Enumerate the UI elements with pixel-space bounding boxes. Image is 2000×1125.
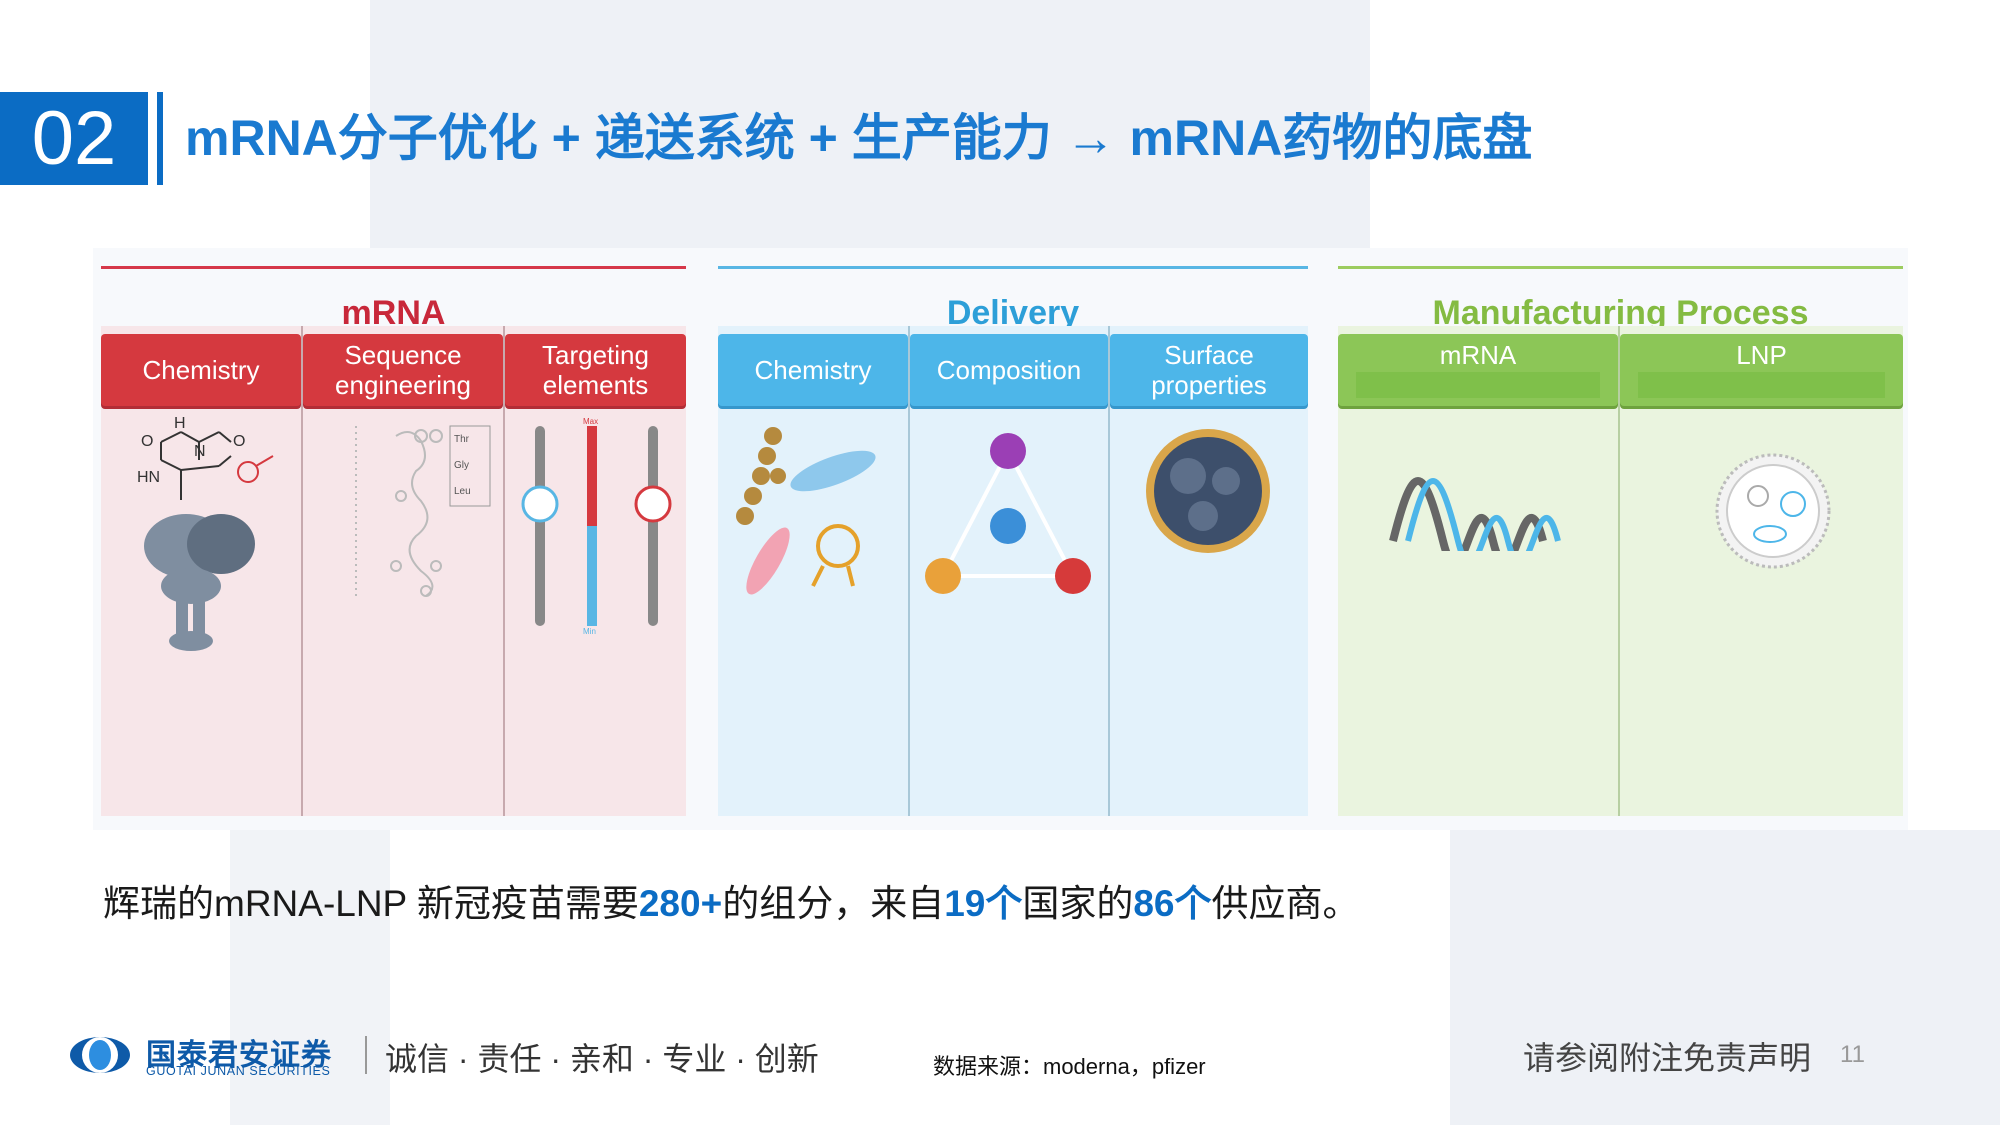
group-title: mRNA xyxy=(341,294,446,332)
group-delivery: Delivery Chemistry Composition Surface p… xyxy=(718,266,1308,816)
column-lnp: LNP xyxy=(1620,326,1903,816)
group-manufacturing: Manufacturing Process mRNA LNP xyxy=(1338,266,1903,816)
atom-label: N xyxy=(194,443,206,460)
slider-max-label: Max xyxy=(583,417,598,426)
group-rule xyxy=(718,266,1308,269)
highlight-number: 86个 xyxy=(1133,883,1212,924)
atom-label: O xyxy=(141,433,153,450)
group-rule xyxy=(1338,266,1903,269)
slide-title: mRNA分子优化 + 递送系统 + 生产能力 → mRNA药物的底盘 xyxy=(185,110,1533,166)
group-mrna: mRNA Chemistry Sequence engineering Targ… xyxy=(101,266,686,816)
codon-label: Gly xyxy=(454,460,469,471)
section-divider xyxy=(157,92,163,185)
highlight-number: 19个 xyxy=(944,883,1023,924)
column-header: Targeting elements xyxy=(505,334,686,406)
column-header-label: LNP xyxy=(1736,340,1787,370)
background-panel xyxy=(370,0,1370,250)
section-number: 02 xyxy=(0,92,148,185)
column-header: Composition xyxy=(910,334,1108,406)
mrna-strand-icon xyxy=(1389,477,1561,551)
disclaimer-link: 请参阅附注免责声明 xyxy=(1523,1040,1812,1076)
group-title: Delivery xyxy=(946,294,1080,332)
atom-label: H xyxy=(174,416,186,432)
company-logo-icon xyxy=(70,1037,130,1073)
column-chemistry: Chemistry xyxy=(718,326,908,816)
company-name-cn: 国泰君安证券 xyxy=(146,1039,332,1072)
rna-secondary-structure-icon: Thr Gly Leu xyxy=(355,425,491,597)
caption-text: 国家的 xyxy=(1022,883,1134,924)
lipid-nanoparticle-icon xyxy=(1146,429,1270,553)
column-header: mRNA xyxy=(1338,334,1618,406)
slider-min-label: Min xyxy=(583,627,596,636)
column-sequence-engineering: Sequence engineering xyxy=(303,326,503,816)
column-header: Surface properties xyxy=(1110,334,1308,406)
column-divider xyxy=(908,326,910,816)
caption-text: 的组分，来自 xyxy=(722,883,945,924)
header-bar xyxy=(1356,372,1600,398)
footer-divider xyxy=(365,1036,367,1074)
page-number: 11 xyxy=(1840,1041,1865,1068)
data-source: 数据来源：moderna，pfizer xyxy=(933,1054,1206,1079)
lnp-cell-icon xyxy=(1715,453,1831,569)
column-chemistry: Chemistry xyxy=(101,326,301,816)
group-title: Manufacturing Process xyxy=(1432,294,1809,332)
company-name-en: GUOTAI JUNAN SECURITIES xyxy=(146,1064,331,1078)
group-rule xyxy=(101,266,686,269)
column-header-label: mRNA xyxy=(1439,340,1517,370)
column-divider xyxy=(1618,326,1620,816)
mrna-platform-figure: mRNA Chemistry Sequence engineering Targ… xyxy=(93,248,1908,830)
column-header: Chemistry xyxy=(718,334,908,406)
background-panel xyxy=(230,830,390,1125)
expression-sliders-icon: Max Min xyxy=(521,417,672,636)
column-mrna: mRNA xyxy=(1338,326,1618,816)
column-divider xyxy=(1108,326,1110,816)
atom-label: HN xyxy=(137,469,160,486)
lipid-polymer-icon xyxy=(736,427,876,595)
column-divider xyxy=(301,326,303,816)
composition-triangle-icon xyxy=(925,433,1091,594)
column-header: Chemistry xyxy=(101,334,301,406)
column-header: LNP xyxy=(1620,334,1903,406)
background-panel xyxy=(1450,830,2000,1125)
column-divider xyxy=(503,326,505,816)
atom-label: O xyxy=(233,433,245,450)
figure-caption: 辉瑞的mRNA-LNP 新冠疫苗需要280+的组分，来自19个国家的86个供应商… xyxy=(103,873,1360,927)
codon-label: Leu xyxy=(454,486,471,497)
nucleoside-structure-icon: O H N O HN xyxy=(137,416,274,651)
highlight-number: 280+ xyxy=(638,883,723,924)
caption-text: 供应商。 xyxy=(1211,883,1360,924)
column-surface-properties: Surface properties xyxy=(1110,326,1308,816)
codon-label: Thr xyxy=(454,434,470,445)
column-header: Sequence engineering xyxy=(303,334,503,406)
header-bar xyxy=(1638,372,1885,398)
caption-text: 辉瑞的mRNA-LNP 新冠疫苗需要 xyxy=(103,883,639,924)
company-slogan: 诚信 · 责任 · 亲和 · 专业 · 创新 xyxy=(385,1041,819,1077)
